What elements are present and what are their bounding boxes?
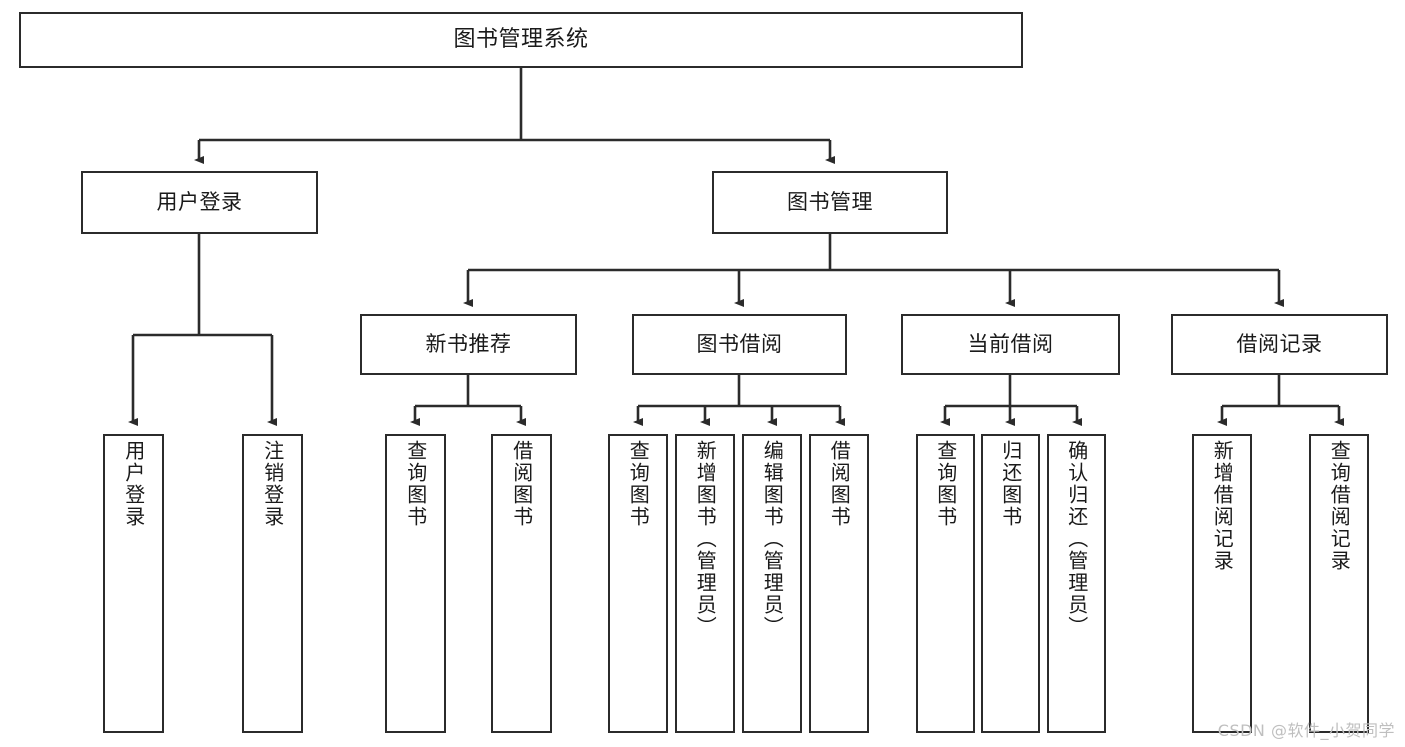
node-label: 确认归还（管理员）	[1064, 440, 1089, 638]
node-label: 注销登录	[260, 440, 285, 528]
node-user-login[interactable]: 用户登录	[81, 171, 318, 234]
node-label: 借阅图书	[827, 440, 852, 528]
node-label: 图书借阅	[696, 332, 783, 356]
leaf-borrow-book-recommend[interactable]: 借阅图书	[491, 434, 552, 733]
leaf-borrow-book[interactable]: 借阅图书	[809, 434, 869, 733]
node-new-book-recommend[interactable]: 新书推荐	[360, 314, 577, 375]
node-label: 新书推荐	[425, 332, 512, 356]
leaf-query-book-borrow[interactable]: 查询图书	[608, 434, 668, 733]
node-label: 当前借阅	[967, 332, 1054, 356]
leaf-query-book-current[interactable]: 查询图书	[916, 434, 975, 733]
node-label: 图书管理系统	[453, 27, 589, 52]
node-label: 新增借阅记录	[1210, 440, 1235, 572]
node-label: 编辑图书（管理员）	[760, 440, 785, 638]
node-label: 用户登录	[121, 440, 146, 528]
leaf-return-book[interactable]: 归还图书	[981, 434, 1040, 733]
node-label: 查询图书	[626, 440, 651, 528]
leaf-edit-book-admin[interactable]: 编辑图书（管理员）	[742, 434, 802, 733]
node-label: 查询图书	[933, 440, 958, 528]
node-label: 查询借阅记录	[1327, 440, 1352, 572]
leaf-query-book-recommend[interactable]: 查询图书	[385, 434, 446, 733]
node-label: 借阅图书	[509, 440, 534, 528]
node-label: 新增图书（管理员）	[693, 440, 718, 638]
watermark: CSDN @软件_小贺同学	[1217, 721, 1395, 740]
node-book-borrow[interactable]: 图书借阅	[632, 314, 847, 375]
node-label: 归还图书	[998, 440, 1023, 528]
leaf-add-borrow-record[interactable]: 新增借阅记录	[1192, 434, 1252, 733]
node-book-management[interactable]: 图书管理	[712, 171, 948, 234]
node-current-borrow[interactable]: 当前借阅	[901, 314, 1120, 375]
leaf-logout[interactable]: 注销登录	[242, 434, 303, 733]
leaf-user-login[interactable]: 用户登录	[103, 434, 164, 733]
leaf-add-book-admin[interactable]: 新增图书（管理员）	[675, 434, 735, 733]
node-label: 用户登录	[156, 190, 243, 214]
node-label: 图书管理	[787, 190, 873, 214]
node-root-system[interactable]: 图书管理系统	[19, 12, 1023, 68]
leaf-confirm-return-admin[interactable]: 确认归还（管理员）	[1047, 434, 1106, 733]
node-borrow-records[interactable]: 借阅记录	[1171, 314, 1388, 375]
leaf-query-borrow-record[interactable]: 查询借阅记录	[1309, 434, 1369, 733]
node-label: 查询图书	[403, 440, 428, 528]
node-label: 借阅记录	[1236, 332, 1323, 356]
